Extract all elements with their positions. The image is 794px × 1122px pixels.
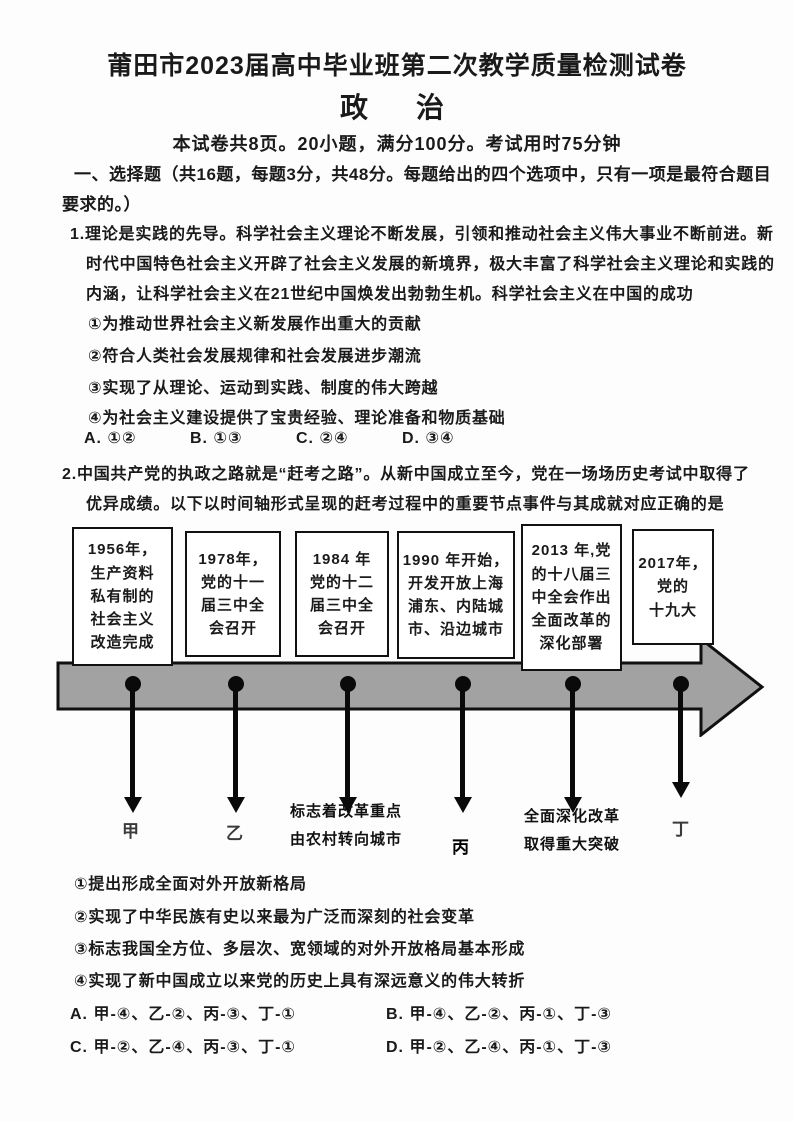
box-line: 2013 年,党 xyxy=(531,542,612,560)
timeline-label-jia: 甲 xyxy=(122,822,140,841)
box-line: 市、沿边城市 xyxy=(407,621,504,639)
down-arrow xyxy=(233,684,238,799)
page-title: 莆田市2023届高中毕业班第二次教学质量检测试卷 xyxy=(107,52,687,80)
q2-answer-a: A. 甲-④、乙-②、丙-③、丁-① xyxy=(70,1006,296,1023)
q2-answer-b: B. 甲-④、乙-②、丙-①、丁-③ xyxy=(386,1006,612,1023)
down-arrow xyxy=(130,684,135,799)
down-arrow-head-icon xyxy=(672,782,690,798)
down-arrow xyxy=(678,684,683,784)
q1-answer-d: D. ③④ xyxy=(402,430,455,447)
q2-answer-c: C. 甲-②、乙-④、丙-③、丁-① xyxy=(70,1039,296,1056)
box-line: 浦东、内陆城 xyxy=(407,598,504,615)
q1-answer-b: B. ①③ xyxy=(190,430,243,447)
down-arrow xyxy=(570,684,575,799)
down-arrow-head-icon xyxy=(339,797,357,813)
q1-answer-c: C. ②④ xyxy=(296,430,349,447)
timeline-box-1956: 1956年， 生产资料 私有制的 社会主义 改造完成 xyxy=(72,527,173,666)
timeline-annotation-2: 全面深化改革 取得重大突破 xyxy=(524,803,620,859)
box-line: 届三中全 xyxy=(309,597,374,614)
timeline-label-ding: 丁 xyxy=(672,820,690,839)
timeline-box-1978: 1978年， 党的十一 届三中全 会召开 xyxy=(185,531,281,657)
q1-text-line: 时代中国特色社会主义开辟了社会主义发展的新境界，极大丰富了科学社会主义理论和实践… xyxy=(86,256,775,273)
timeline-label-bing: 丙 xyxy=(452,838,470,857)
box-line: 2017年， xyxy=(638,555,708,573)
box-line: 1984 年 xyxy=(312,550,372,568)
box-line: 党的 xyxy=(656,578,689,596)
box-line: 生产资料 xyxy=(90,564,155,582)
q1-option-1: ①为推动世界社会主义新发展作出重大的贡献 xyxy=(88,316,422,333)
box-line: 社会主义 xyxy=(90,611,155,629)
subject-title: 政 治 xyxy=(339,92,454,123)
box-line: 十九大 xyxy=(648,601,697,619)
timeline-box-2017: 2017年， 党的 十九大 xyxy=(632,529,714,645)
box-line: 1978年， xyxy=(198,550,268,568)
box-line: 党的十二 xyxy=(309,573,374,591)
q1-answer-a: A. ①② xyxy=(84,430,137,447)
timeline-dot xyxy=(340,676,356,692)
q1-option-3: ③实现了从理论、运动到实践、制度的伟大跨越 xyxy=(88,380,439,397)
box-line: 的十八届三 xyxy=(531,565,612,583)
box-line: 1990 年开始， xyxy=(402,551,510,569)
down-arrow xyxy=(345,684,350,799)
down-arrow xyxy=(460,684,465,799)
box-line: 深化部署 xyxy=(539,635,604,653)
box-line: 会召开 xyxy=(317,620,366,638)
q2-statement-1: ①提出形成全面对外开放新格局 xyxy=(74,876,307,893)
exam-info: 本试卷共8页。20小题，满分100分。考试用时75分钟 xyxy=(172,134,622,154)
q1-option-4: ④为社会主义建设提供了宝贵经验、理论准备和物质基础 xyxy=(88,410,506,427)
timeline-dot xyxy=(455,676,471,692)
down-arrow-head-icon xyxy=(564,797,582,813)
q2-answer-d: D. 甲-②、乙-④、丙-①、丁-③ xyxy=(386,1039,612,1056)
down-arrow-head-icon xyxy=(124,797,142,813)
timeline-label-yi: 乙 xyxy=(226,824,244,843)
q1-option-2: ②符合人类社会发展规律和社会发展进步潮流 xyxy=(88,348,422,365)
timeline-dot xyxy=(125,676,141,692)
section-heading-line1: 一、选择题（共16题，每题3分，共48分。每题给出的四个选项中，只有一项是最符合… xyxy=(74,165,772,184)
timeline-figure: 1956年， 生产资料 私有制的 社会主义 改造完成 1978年， 党的十一 届… xyxy=(0,515,794,865)
box-line: 党的十一 xyxy=(200,573,265,591)
timeline-dot xyxy=(673,676,689,692)
box-line: 全面改革的 xyxy=(531,612,612,630)
q2-statement-3: ③标志我国全方位、多层次、宽领域的对外开放格局基本形成 xyxy=(74,941,526,958)
q2-statement-4: ④实现了新中国成立以来党的历史上具有深远意义的伟大转折 xyxy=(74,973,526,990)
box-line: 改造完成 xyxy=(90,634,155,652)
q1-text-line: 内涵，让科学社会主义在21世纪中国焕发出勃勃生机。科学社会主义在中国的成功 xyxy=(86,286,694,303)
box-line: 1956年， xyxy=(87,541,158,559)
timeline-box-2013: 2013 年,党 的十八届三 中全会作出 全面改革的 深化部署 xyxy=(521,524,622,671)
q2-text-line: 优异成绩。以下以时间轴形式呈现的赶考过程中的重要节点事件与其成就对应正确的是 xyxy=(86,496,725,513)
timeline-box-1984: 1984 年 党的十二 届三中全 会召开 xyxy=(295,531,389,657)
box-line: 中全会作出 xyxy=(531,588,612,606)
box-line: 私有制的 xyxy=(90,587,155,605)
q2-statement-2: ②实现了中华民族有史以来最为广泛而深刻的社会变革 xyxy=(74,909,475,926)
down-arrow-head-icon xyxy=(227,797,245,813)
section-heading-line2: 要求的。） xyxy=(62,195,141,214)
box-line: 会召开 xyxy=(208,620,257,638)
annotation-line: 全面深化改革 xyxy=(523,808,621,825)
annotation-line: 取得重大突破 xyxy=(523,836,621,853)
timeline-box-1990: 1990 年开始， 开发开放上海 浦东、内陆城 市、沿边城市 xyxy=(397,531,515,659)
box-line: 开发开放上海 xyxy=(407,574,504,592)
q1-text-line: 1.理论是实践的先导。科学社会主义理论不断发展，引领和推动社会主义伟大事业不断前… xyxy=(70,226,774,243)
box-line: 届三中全 xyxy=(200,597,265,614)
q2-text-line: 2.中国共产党的执政之路就是“赶考之路”。从新中国成立至今，党在一场场历史考试中… xyxy=(62,466,750,483)
down-arrow-head-icon xyxy=(454,797,472,813)
annotation-line: 由农村转向城市 xyxy=(289,831,403,848)
timeline-dot xyxy=(228,676,244,692)
timeline-dot xyxy=(565,676,581,692)
